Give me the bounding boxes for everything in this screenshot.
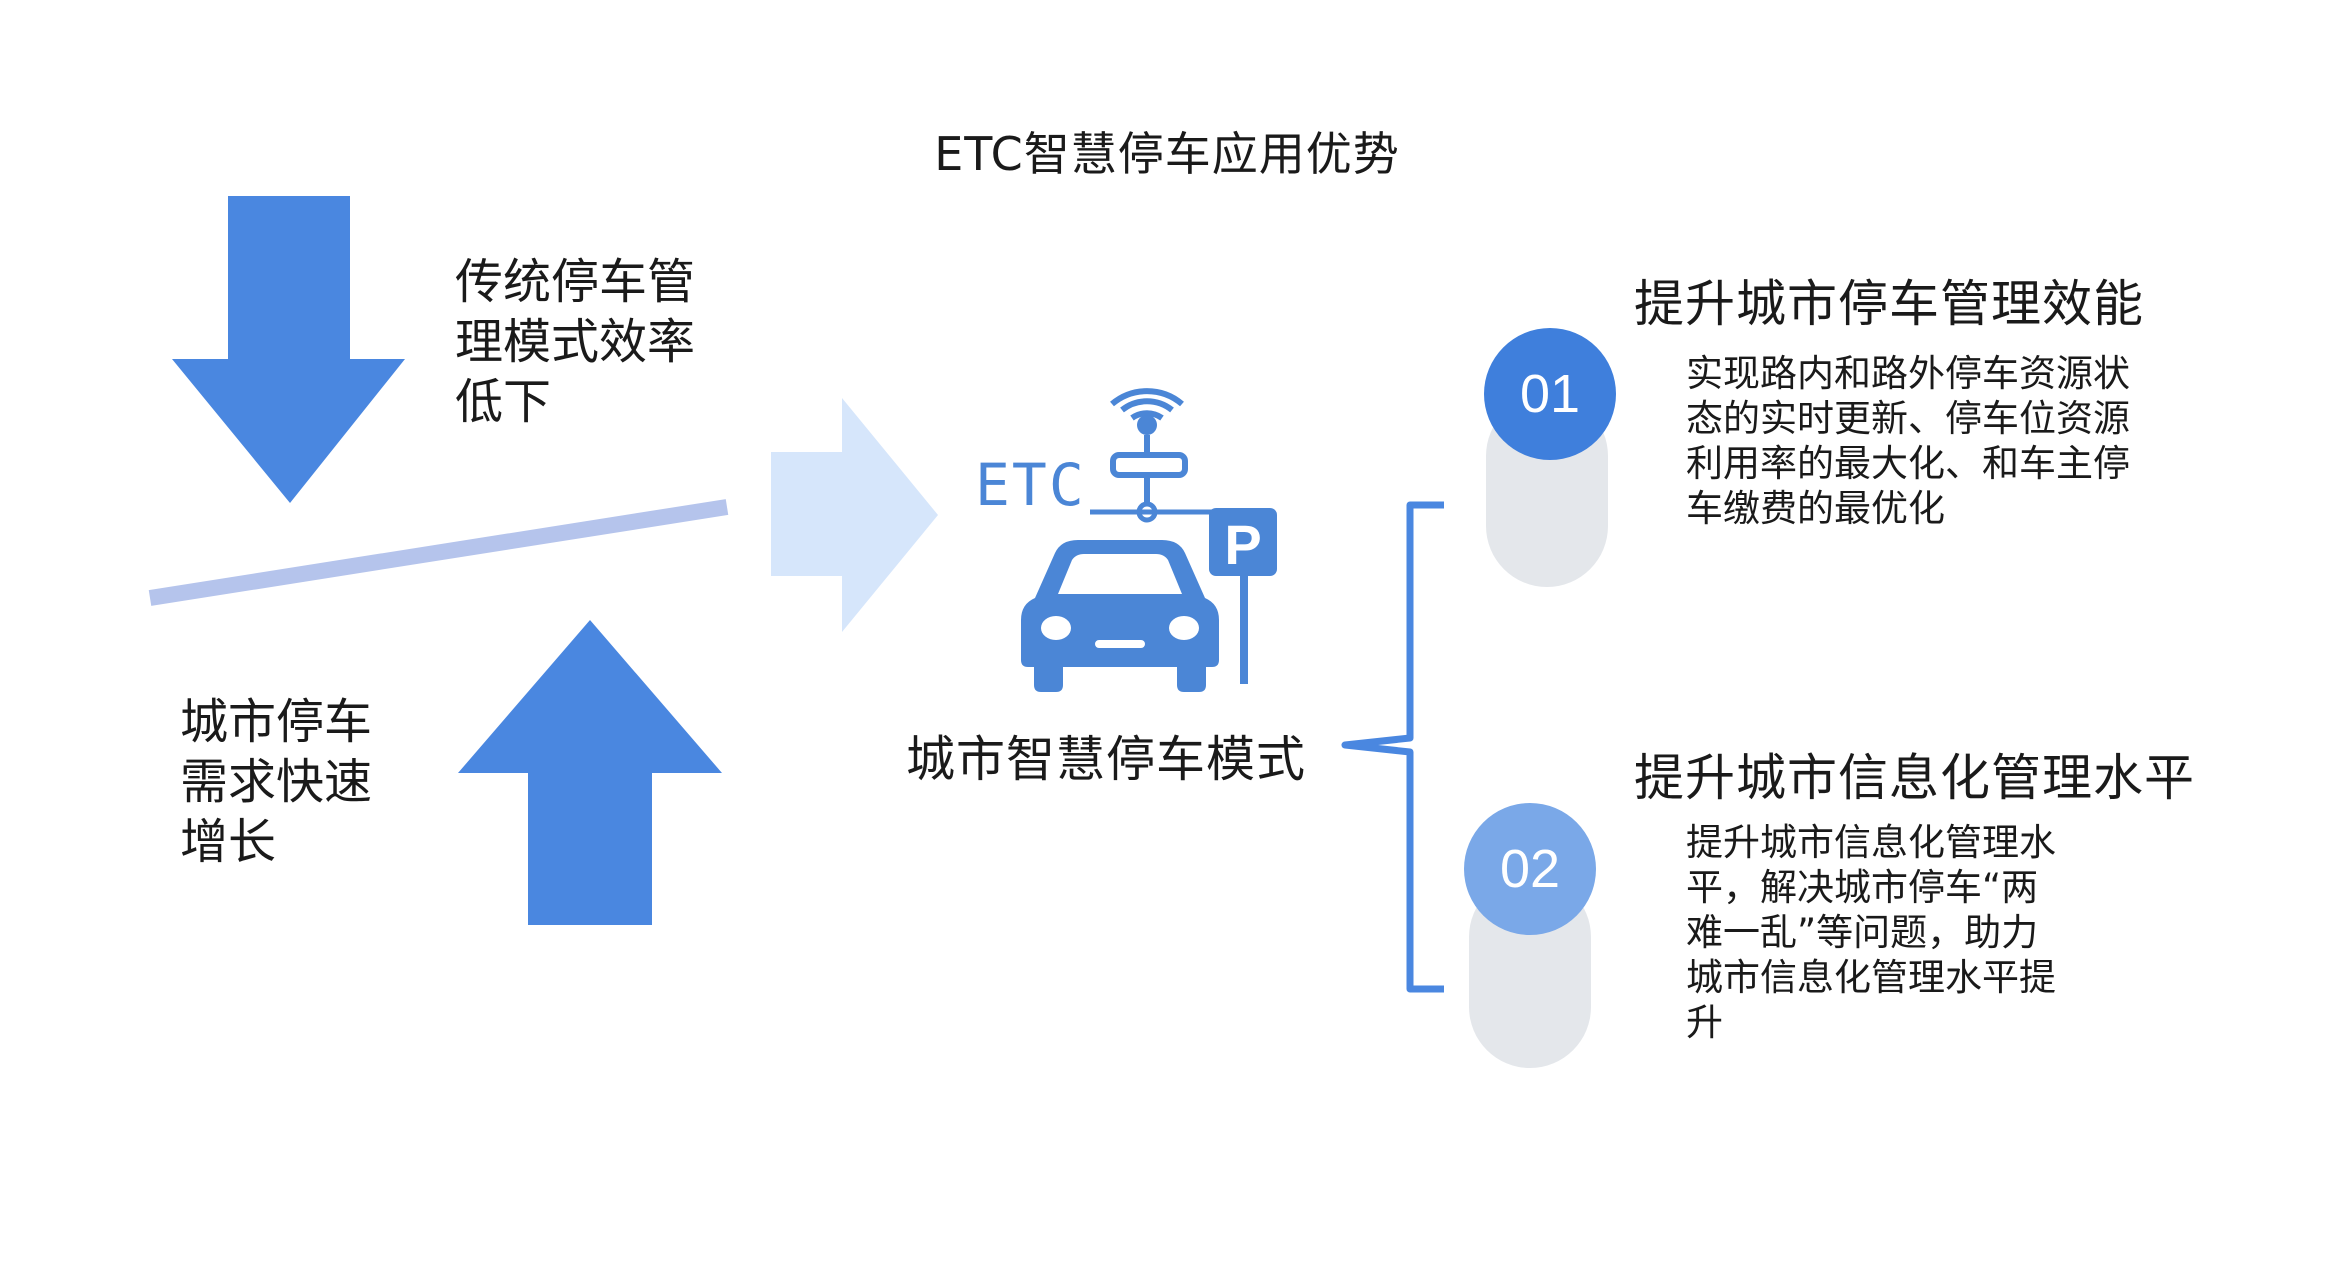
up-arrow-icon xyxy=(458,620,722,925)
antenna-icon xyxy=(1090,388,1265,523)
etc-label: ETC xyxy=(975,451,1086,519)
balance-bar xyxy=(148,499,729,606)
number-badge-01: 01 xyxy=(1484,328,1616,460)
down-arrow-icon xyxy=(172,196,405,503)
svg-text:P: P xyxy=(1224,513,1261,576)
number-badge-02: 02 xyxy=(1464,803,1596,935)
smart-parking-label: 城市智慧停车模式 xyxy=(906,731,1307,788)
benefit-heading-02: 提升城市信息化管理水平 xyxy=(1634,749,2195,807)
benefit-heading-01: 提升城市停车管理效能 xyxy=(1634,275,2144,333)
parking-sign-icon: P xyxy=(1209,494,1277,684)
benefit-desc-02: 提升城市信息化管理水平，解决城市停车“两难一乱”等问题，助力城市信息化管理水平提… xyxy=(1686,821,2056,1044)
traditional-parking-text: 传统停车管理模式效率低下 xyxy=(455,254,696,430)
brace xyxy=(1341,501,1444,993)
benefit-desc-01: 实现路内和路外停车资源状态的实时更新、停车位资源利用率的最大化、和车主停车缴费的… xyxy=(1686,352,2130,530)
demand-growth-text: 城市停车需求快速增长 xyxy=(180,694,373,870)
page-title: ETC智慧停车应用优势 xyxy=(934,127,1400,181)
etc-parking-icon: P xyxy=(1021,388,1277,692)
right-arrow-icon xyxy=(771,398,938,632)
car-icon xyxy=(1021,540,1219,692)
